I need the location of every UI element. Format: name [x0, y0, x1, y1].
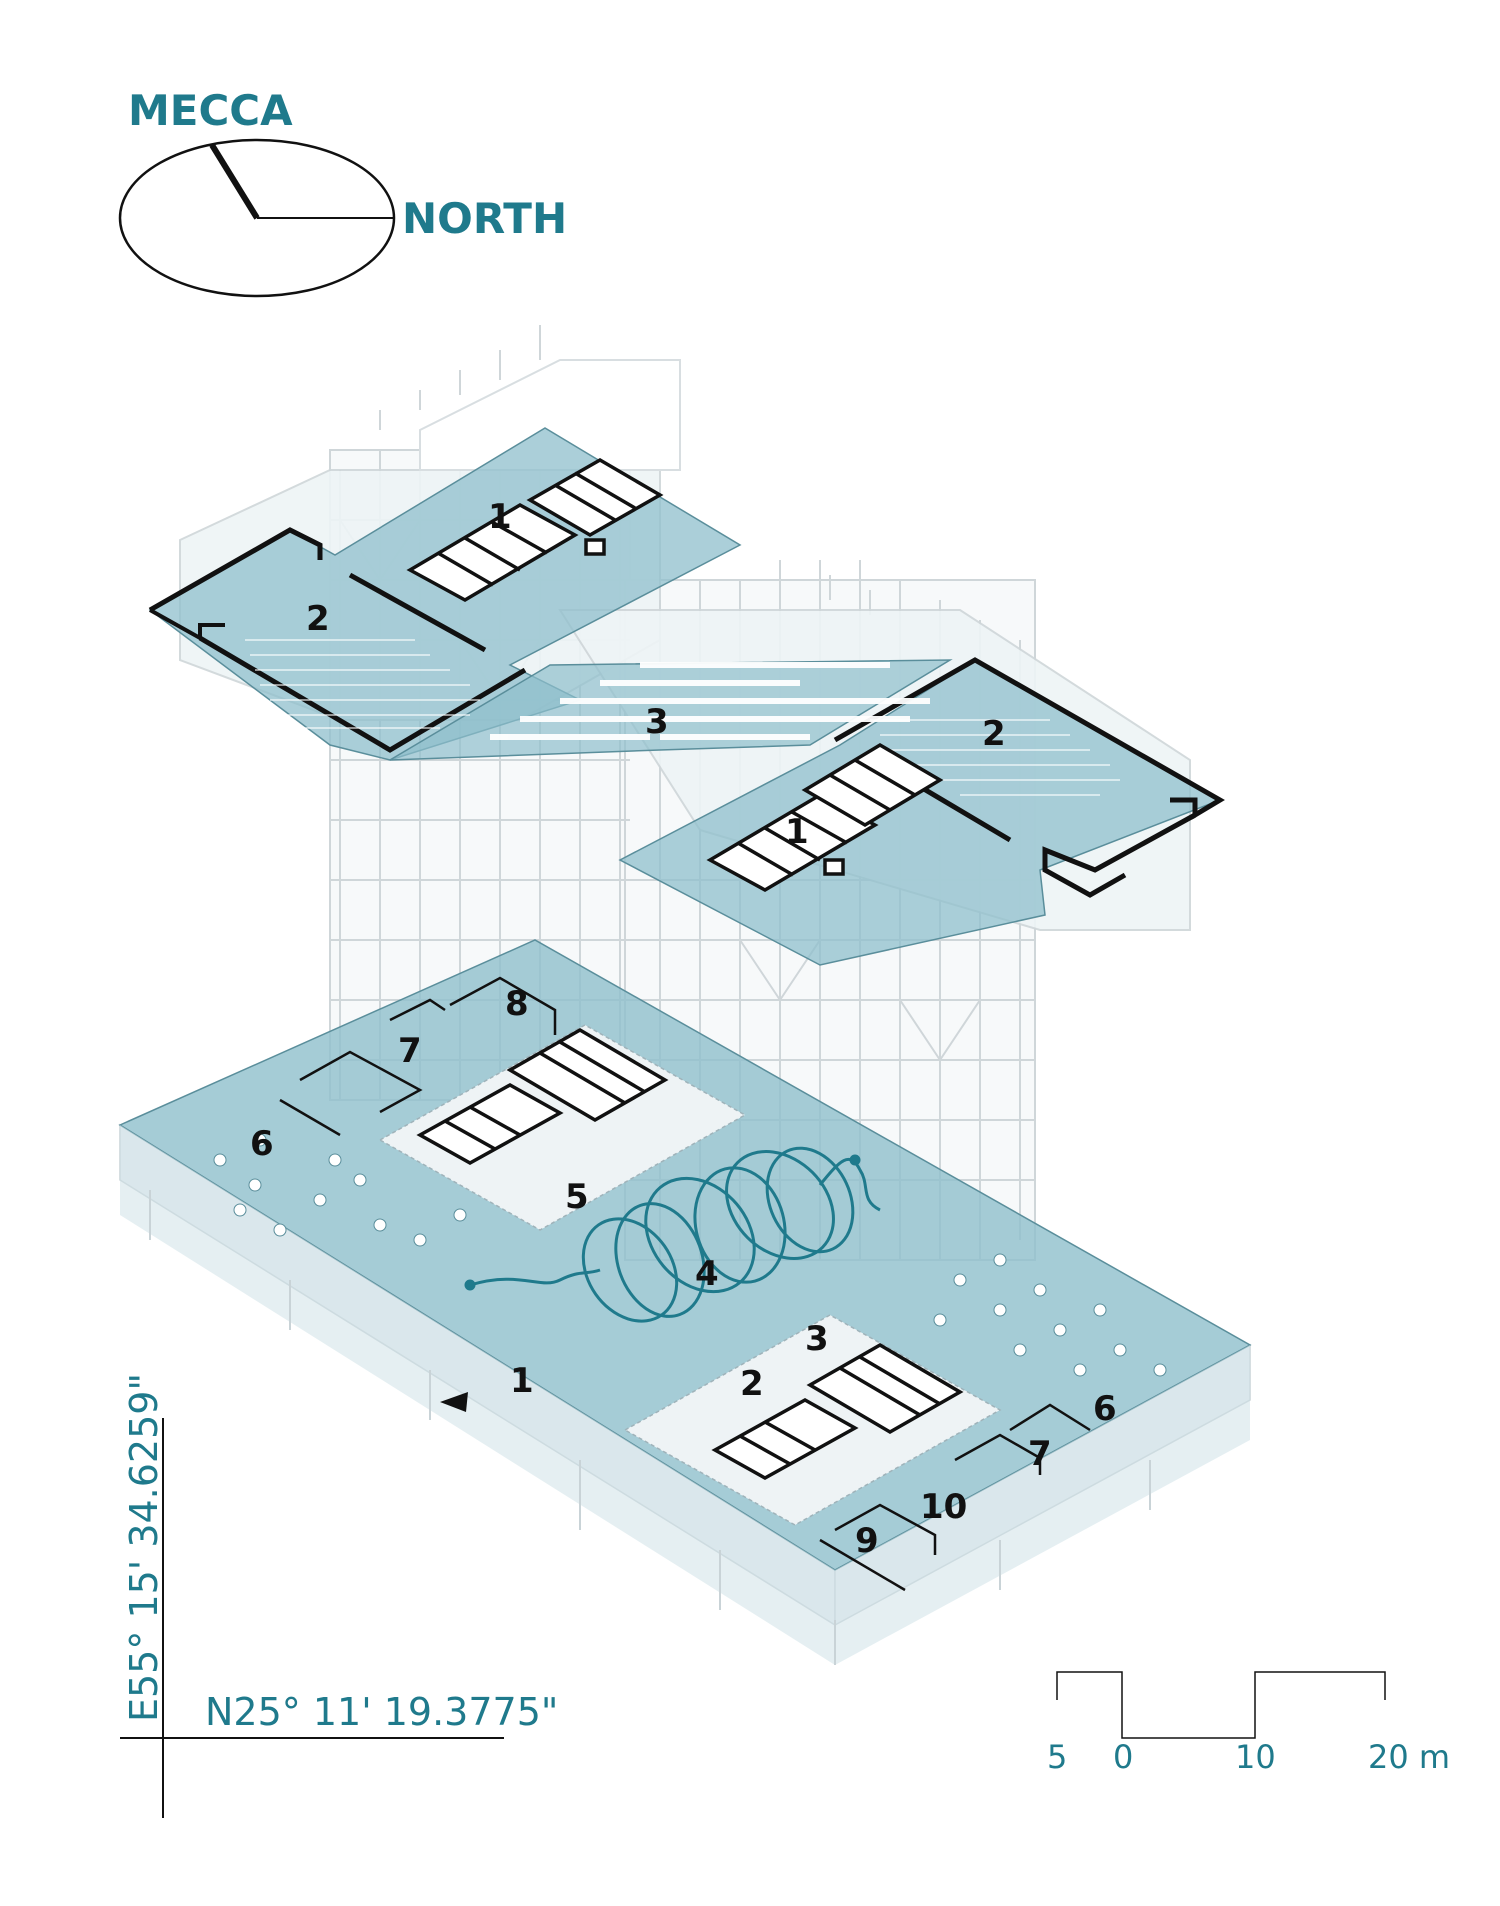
label-room-7: 7: [398, 1031, 422, 1071]
label-room-9: 9: [855, 1521, 879, 1561]
longitude-label: E55° 15' 34.6259": [122, 1373, 166, 1722]
label-area-5: 5: [565, 1177, 589, 1217]
upper-left-rooms: [406, 457, 664, 603]
scale-label-20m: 20 m: [1368, 1738, 1450, 1776]
label-room-7b: 7: [1028, 1434, 1052, 1474]
coordinate-axes: E55° 15' 34.6259" N25° 11' 19.3775": [120, 1373, 558, 1818]
mecca-pointer: [209, 143, 260, 220]
label-bridge-3: 3: [645, 702, 669, 742]
scale-bar: 5 0 10 20 m: [1047, 1671, 1450, 1776]
label-area-3: 3: [805, 1319, 829, 1359]
latitude-label: N25° 11' 19.3775": [205, 1690, 558, 1734]
scale-label-5: 5: [1047, 1738, 1067, 1776]
compass: MECCA NORTH: [118, 86, 567, 298]
label-upper-auditorium-2b: 2: [982, 714, 1006, 754]
scale-label-10: 10: [1235, 1738, 1276, 1776]
label-sculpture-4: 4: [695, 1254, 719, 1294]
seating-clusters: [213, 1133, 1167, 1377]
lower-platform: 8 7 6 5 4 3 2 1 6 7 10 9: [118, 939, 1252, 1665]
label-upper-auditorium-2: 2: [306, 599, 330, 639]
label-upper-office-1b: 1: [785, 812, 809, 852]
label-area-1: 1: [510, 1361, 534, 1401]
entrance-arrow[interactable]: [440, 1392, 468, 1412]
upper-floors: 1 2 3 2 1: [148, 427, 1225, 966]
label-area-6: 6: [250, 1124, 274, 1164]
label-room-8: 8: [505, 984, 529, 1024]
label-area-6b: 6: [1093, 1389, 1117, 1429]
upper-right-rooms: [706, 742, 944, 893]
mecca-label: MECCA: [128, 86, 293, 135]
label-upper-office-1: 1: [488, 497, 512, 537]
north-label: NORTH: [402, 194, 567, 243]
label-room-10: 10: [920, 1487, 967, 1527]
scale-label-0: 0: [1113, 1738, 1133, 1776]
label-area-2: 2: [740, 1364, 764, 1404]
sculpture-4: [464, 1146, 881, 1323]
